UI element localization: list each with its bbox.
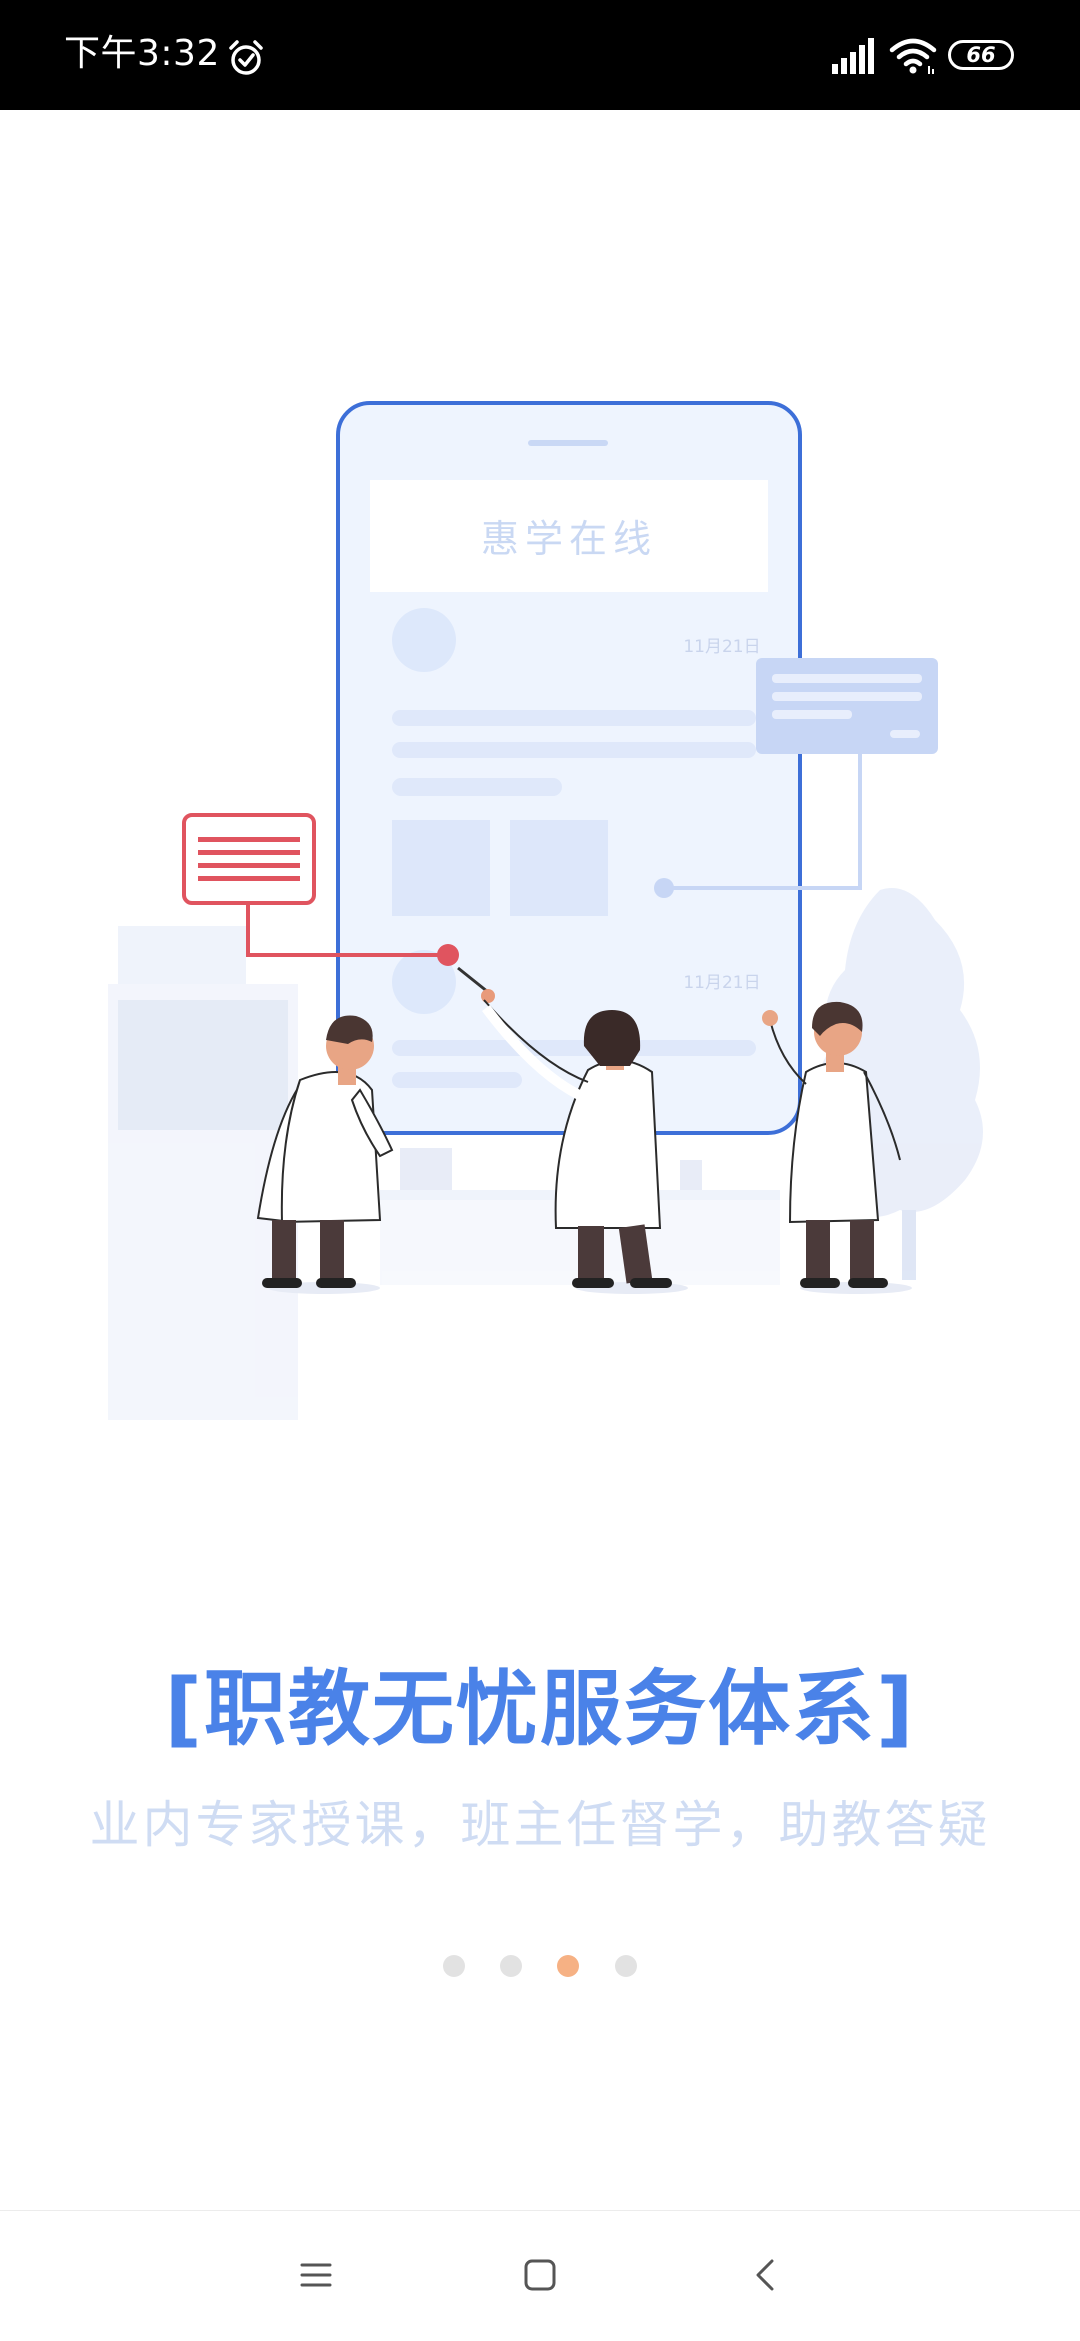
- alarm-clock-icon: [229, 40, 263, 75]
- wifi-icon: [889, 38, 937, 74]
- person-right: [762, 1001, 912, 1294]
- slide-subtitle: 业内专家授课，班主任督学，助教答疑: [89, 1796, 991, 1854]
- person-left: [256, 1015, 394, 1294]
- page-dot-4[interactable]: [615, 1955, 637, 1977]
- menu-icon[interactable]: [286, 2245, 346, 2305]
- status-bar: 下午3:32 66: [0, 0, 1080, 110]
- person-middle: [482, 999, 688, 1294]
- phone-mockup: 惠学在线 11月21日 11月21日: [336, 401, 802, 1135]
- page-dot-1[interactable]: [443, 1955, 465, 1977]
- onboarding-illustration: 惠学在线 11月21日 11月21日: [108, 401, 983, 1420]
- battery-icon: 66: [948, 40, 1014, 70]
- cell-signal-icon: [832, 38, 874, 74]
- callout-box-red: [182, 813, 459, 966]
- status-time: 下午3:32: [64, 33, 220, 74]
- page-dot-2[interactable]: [500, 1955, 522, 1977]
- illustration-date-1: 11月21日: [683, 637, 760, 657]
- pagination-dots: [0, 1955, 1080, 1979]
- slide-title: [职教无忧服务体系]: [164, 1662, 916, 1757]
- page-dot-3-active[interactable]: [557, 1955, 579, 1977]
- floating-card-right: [654, 658, 938, 898]
- home-icon[interactable]: [510, 2245, 570, 2305]
- illustration-app-name: 惠学在线: [481, 517, 657, 561]
- back-icon[interactable]: [736, 2245, 796, 2305]
- illustration-date-2: 11月21日: [683, 973, 760, 993]
- navigation-bar: [0, 2210, 1080, 2341]
